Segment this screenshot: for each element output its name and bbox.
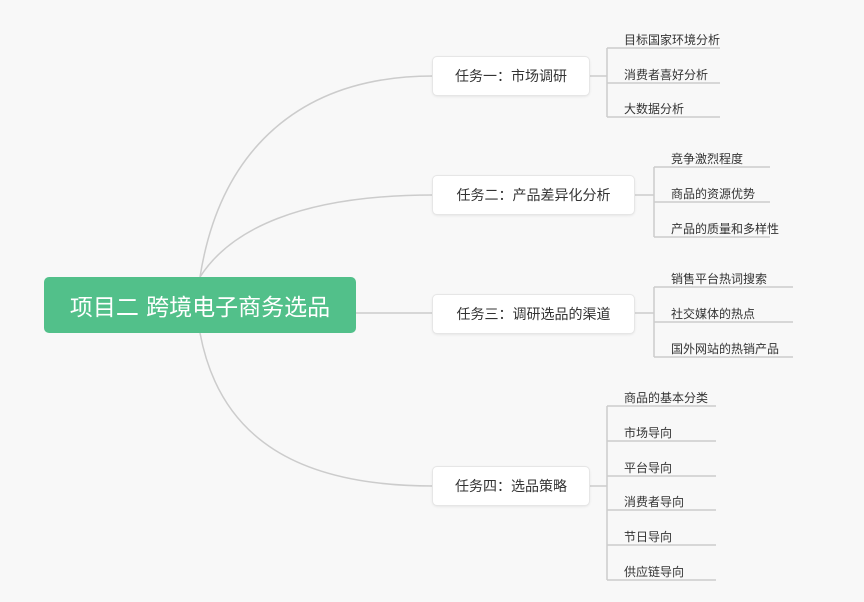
- branch-task-2[interactable]: 任务二：产品差异化分析: [433, 176, 634, 214]
- leaf-basic-classification[interactable]: 商品的基本分类: [624, 391, 709, 405]
- leaf-social-media-trends[interactable]: 社交媒体的热点: [671, 307, 756, 321]
- leaf-consumer-oriented[interactable]: 消费者导向: [624, 495, 685, 509]
- leaf-platform-hot-search[interactable]: 销售平台热词搜索: [671, 272, 768, 286]
- leaf-holiday-oriented[interactable]: 节日导向: [624, 530, 673, 544]
- leaf-platform-oriented[interactable]: 平台导向: [624, 461, 673, 475]
- leaf-target-country-analysis[interactable]: 目标国家环境分析: [624, 33, 721, 47]
- leaf-competition[interactable]: 竞争激烈程度: [671, 152, 744, 166]
- leaf-big-data[interactable]: 大数据分析: [624, 102, 685, 116]
- link-root-task-1: [199, 75, 434, 278]
- root-topic[interactable]: 项目二 跨境电子商务选品: [44, 277, 356, 333]
- leaf-quality-diversity[interactable]: 产品的质量和多样性: [671, 222, 780, 236]
- leaf-resource-advantage[interactable]: 商品的资源优势: [671, 187, 756, 201]
- link-root-task-4: [199, 332, 434, 487]
- branch-task-4[interactable]: 任务四：选品策略: [433, 467, 589, 505]
- leaf-foreign-bestsellers[interactable]: 国外网站的热销产品: [671, 342, 780, 356]
- link-root-task-2: [199, 194, 434, 278]
- branch-task-3[interactable]: 任务三：调研选品的渠道: [433, 295, 634, 333]
- leaf-market-oriented[interactable]: 市场导向: [624, 426, 673, 440]
- leaf-consumer-preference[interactable]: 消费者喜好分析: [624, 68, 709, 82]
- branch-task-1[interactable]: 任务一：市场调研: [433, 57, 589, 95]
- leaf-supply-chain-oriented[interactable]: 供应链导向: [624, 565, 685, 579]
